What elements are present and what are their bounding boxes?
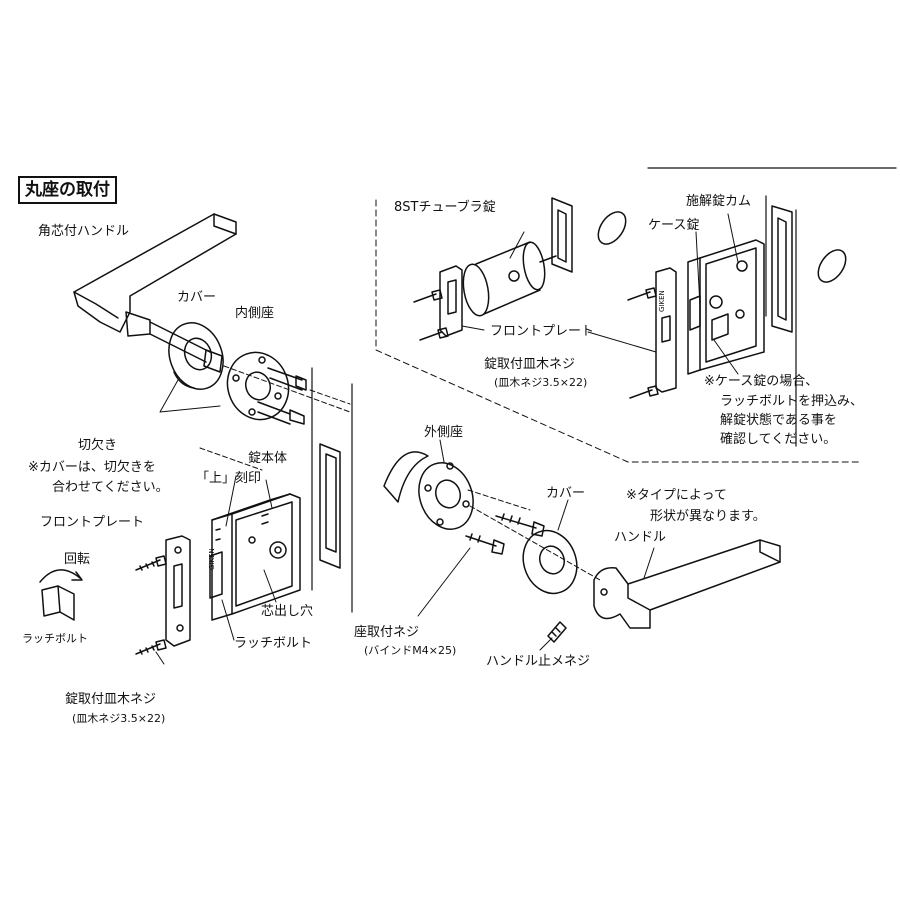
kirikaki-leader (159, 379, 221, 413)
note-cover-line1: ※カバーは、切欠きを (28, 460, 156, 475)
label-kaiten: 回転 (64, 552, 91, 567)
handle-set-screw-drawing (547, 621, 567, 643)
note-case-line2: ラッチボルトを押込み、 (720, 394, 864, 409)
label-jyou-hontai: 錠本体 (248, 451, 288, 466)
label-screw-left-2: (皿木ネジ3.5×22) (72, 712, 166, 725)
label-cover-right: カバー (546, 486, 586, 501)
wood-screws-case-lock (627, 287, 659, 399)
wood-screws-top-left (413, 289, 449, 341)
label-front-plate-left: フロントプレート (40, 515, 145, 530)
label-sotogawaza: 外側座 (424, 425, 464, 440)
label-screw-top-1: 錠取付皿木ネジ (484, 357, 576, 372)
label-shinde-ana: 芯出し穴 (261, 604, 314, 619)
label-latch-bolt-small: ラッチボルト (22, 632, 88, 645)
label-handle-screw: ハンドル止メネジ (486, 654, 591, 669)
leader-lines-top-right (587, 213, 739, 375)
note-type-line1: ※タイプによって (626, 488, 727, 503)
label-front-plate-top: フロントプレート (490, 324, 595, 339)
page-title: 丸座の取付 (18, 176, 117, 204)
tubular-latch-drawing (439, 241, 557, 337)
rotation-latch-icon (39, 569, 83, 621)
dashed-frame (375, 199, 863, 463)
label-screw-top-2: (皿木ネジ3.5×22) (494, 376, 588, 389)
kakushin-handle-drawing (73, 213, 237, 373)
label-za-screw-1: 座取付ネジ (354, 625, 420, 640)
bore-hole-top (597, 211, 627, 245)
label-case-lock: ケース錠 (648, 218, 700, 233)
strike-plate-top (551, 197, 573, 273)
strike-plate-left (319, 443, 341, 569)
bore-hole-right (817, 249, 847, 283)
brand-stamp-right: GIKEN (658, 290, 666, 312)
note-case-line1: ※ケース錠の場合、 (704, 374, 819, 389)
label-kirikaki: 切欠き (78, 438, 118, 453)
leader-lines-left (155, 475, 277, 665)
note-case-line3: 解錠状態である事を (720, 413, 837, 428)
alignment-lines-left (199, 365, 351, 471)
leader-line (461, 325, 485, 331)
cover-left-drawing (168, 322, 224, 390)
brand-stamp-left: GIKEN (208, 548, 216, 570)
wood-screw-left-bottom (135, 639, 167, 655)
label-cover-left: カバー (177, 290, 217, 305)
label-uchigawaza: 内側座 (235, 306, 275, 321)
sotogawaza-drawing (383, 451, 474, 530)
jyou-hontai-drawing (209, 493, 301, 621)
handle-right-drawing (593, 539, 781, 629)
cover-right-drawing (522, 529, 578, 595)
label-sekaijo-cam: 施解錠カム (686, 194, 752, 209)
label-screw-left-1: 錠取付皿木ネジ (65, 692, 157, 707)
case-lock-drawing (655, 239, 765, 393)
uchigawaza-drawing (226, 351, 307, 425)
za-screw-lower (465, 533, 505, 555)
label-tubular: 8STチューブラ錠 (394, 200, 496, 215)
leader-lines-right (417, 439, 655, 651)
strike-plate-right (771, 205, 793, 333)
note-case-line4: 確認してください。 (720, 432, 837, 447)
label-za-screw-2: (バインドM4×25) (364, 644, 457, 657)
za-screw-upper (495, 513, 545, 537)
label-handle: ハンドル (614, 530, 667, 545)
label-ue-kokuin: 「上」刻印 (196, 471, 262, 486)
front-plate-left-drawing (165, 535, 191, 647)
alignment-lines-right (467, 489, 601, 581)
leader-line (509, 231, 525, 259)
note-cover-line2: 合わせてください。 (52, 480, 169, 495)
wood-screw-left-top (135, 555, 167, 571)
label-kakushin-handle: 角芯付ハンドル (38, 224, 130, 239)
note-type-line2: 形状が異なります。 (650, 509, 766, 524)
label-latch-bolt: ラッチボルト (234, 636, 313, 651)
